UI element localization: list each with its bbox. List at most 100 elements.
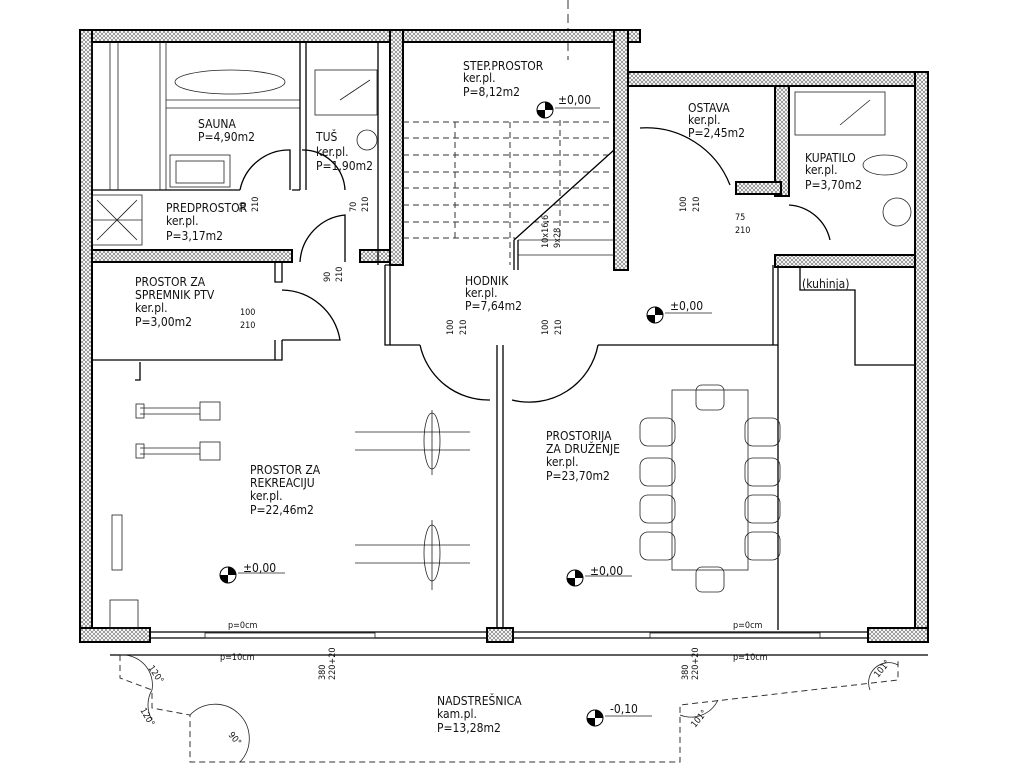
svg-text:220+20: 220+20 bbox=[328, 647, 338, 680]
svg-text:100: 100 bbox=[446, 320, 456, 335]
svg-text:P=7,64m2: P=7,64m2 bbox=[465, 299, 522, 313]
svg-text:p=0cm: p=0cm bbox=[228, 621, 258, 631]
staircase bbox=[403, 120, 615, 270]
svg-text:p=10cm: p=10cm bbox=[220, 653, 255, 663]
svg-text:REKREACIJU: REKREACIJU bbox=[250, 476, 315, 490]
sliding-doors bbox=[204, 632, 821, 639]
svg-text:210: 210 bbox=[692, 197, 702, 212]
svg-text:P=1,90m2: P=1,90m2 bbox=[316, 159, 373, 173]
svg-text:-0,10: -0,10 bbox=[610, 702, 638, 716]
svg-text:ker.pl.: ker.pl. bbox=[316, 145, 349, 159]
svg-text:90: 90 bbox=[323, 272, 333, 282]
level-marker: ±0,00 bbox=[646, 299, 712, 324]
svg-text:P=8,12m2: P=8,12m2 bbox=[463, 85, 520, 99]
sink-icon bbox=[882, 197, 912, 227]
svg-text:100: 100 bbox=[541, 320, 551, 335]
svg-text:P=13,28m2: P=13,28m2 bbox=[437, 721, 501, 735]
svg-text:(kuhinja): (kuhinja) bbox=[802, 277, 849, 291]
sauna-benches bbox=[91, 42, 300, 246]
svg-text:P=4,90m2: P=4,90m2 bbox=[198, 130, 255, 144]
svg-text:ker.pl.: ker.pl. bbox=[463, 71, 496, 85]
inner-walls bbox=[91, 29, 916, 271]
svg-text:100: 100 bbox=[240, 308, 255, 318]
svg-text:70: 70 bbox=[239, 202, 249, 212]
svg-text:OSTAVA: OSTAVA bbox=[688, 101, 730, 115]
svg-text:210: 210 bbox=[735, 226, 750, 236]
svg-text:210: 210 bbox=[251, 197, 261, 212]
svg-text:NADSTREŠNICA: NADSTREŠNICA bbox=[437, 693, 522, 708]
svg-text:p=10cm: p=10cm bbox=[733, 653, 768, 663]
svg-text:±0,00: ±0,00 bbox=[590, 564, 623, 578]
door-swings bbox=[239, 127, 831, 403]
svg-text:PROSTOR ZA: PROSTOR ZA bbox=[250, 463, 321, 477]
svg-text:101°: 101° bbox=[873, 659, 893, 680]
level-marker: ±0,00 bbox=[219, 561, 285, 584]
canopy-outline bbox=[119, 655, 899, 763]
svg-text:PROSTOR ZA: PROSTOR ZA bbox=[135, 275, 206, 289]
svg-text:ker.pl.: ker.pl. bbox=[166, 214, 199, 228]
svg-text:120°: 120° bbox=[137, 707, 155, 729]
column bbox=[486, 627, 514, 643]
toilet-icon bbox=[862, 154, 908, 176]
svg-text:±0,00: ±0,00 bbox=[558, 93, 591, 107]
svg-text:kam.pl.: kam.pl. bbox=[437, 707, 477, 721]
svg-text:SAUNA: SAUNA bbox=[198, 117, 236, 131]
svg-text:75: 75 bbox=[735, 213, 745, 223]
outer-walls bbox=[79, 29, 929, 643]
window-labels: p=0cm p=10cm 380 220+20 p=0cm p=10cm 380… bbox=[220, 621, 768, 680]
person-icon bbox=[174, 69, 286, 95]
svg-text:PREDPROSTOR: PREDPROSTOR bbox=[166, 201, 248, 215]
svg-text:70: 70 bbox=[349, 202, 359, 212]
level-marker: ±0,00 bbox=[536, 93, 600, 119]
svg-text:380: 380 bbox=[681, 665, 691, 680]
sink-icon bbox=[356, 129, 378, 151]
angle-arcs bbox=[119, 654, 899, 763]
svg-text:101°: 101° bbox=[690, 709, 710, 730]
svg-text:210: 210 bbox=[361, 197, 371, 212]
svg-text:PROSTORIJA: PROSTORIJA bbox=[546, 429, 612, 443]
level-marker: ±0,00 bbox=[566, 564, 632, 587]
svg-text:KUPATILO: KUPATILO bbox=[805, 151, 856, 165]
svg-text:±0,00: ±0,00 bbox=[243, 561, 276, 575]
svg-text:9x28: 9x28 bbox=[553, 228, 563, 248]
gym-equipment bbox=[109, 401, 470, 629]
svg-text:P=3,00m2: P=3,00m2 bbox=[135, 315, 192, 329]
svg-text:220+20: 220+20 bbox=[691, 647, 701, 680]
svg-text:SPREMNIK PTV: SPREMNIK PTV bbox=[135, 288, 215, 302]
label-kuhinja: (kuhinja) bbox=[802, 277, 849, 291]
svg-text:P=3,17m2: P=3,17m2 bbox=[166, 229, 223, 243]
dining-table bbox=[639, 384, 781, 593]
shower-icon bbox=[314, 69, 912, 227]
svg-text:100: 100 bbox=[679, 197, 689, 212]
svg-text:ker.pl.: ker.pl. bbox=[546, 455, 579, 469]
svg-text:210: 210 bbox=[459, 320, 469, 335]
svg-text:ker.pl.: ker.pl. bbox=[250, 489, 283, 503]
svg-text:P=3,70m2: P=3,70m2 bbox=[805, 178, 862, 192]
svg-text:ker.pl.: ker.pl. bbox=[688, 113, 721, 127]
svg-text:TUŠ: TUŠ bbox=[315, 129, 337, 144]
svg-text:P=23,70m2: P=23,70m2 bbox=[546, 469, 610, 483]
svg-text:120°: 120° bbox=[146, 664, 165, 686]
svg-text:ZA DRUŽENJE: ZA DRUŽENJE bbox=[546, 441, 620, 456]
chairs bbox=[639, 384, 781, 593]
svg-text:380: 380 bbox=[318, 665, 328, 680]
svg-text:p=0cm: p=0cm bbox=[733, 621, 763, 631]
svg-text:P=22,46m2: P=22,46m2 bbox=[250, 503, 314, 517]
svg-text:90°: 90° bbox=[226, 731, 243, 748]
svg-text:10x16,6: 10x16,6 bbox=[541, 215, 551, 248]
svg-text:ker.pl.: ker.pl. bbox=[805, 163, 838, 177]
svg-text:±0,00: ±0,00 bbox=[670, 299, 703, 313]
